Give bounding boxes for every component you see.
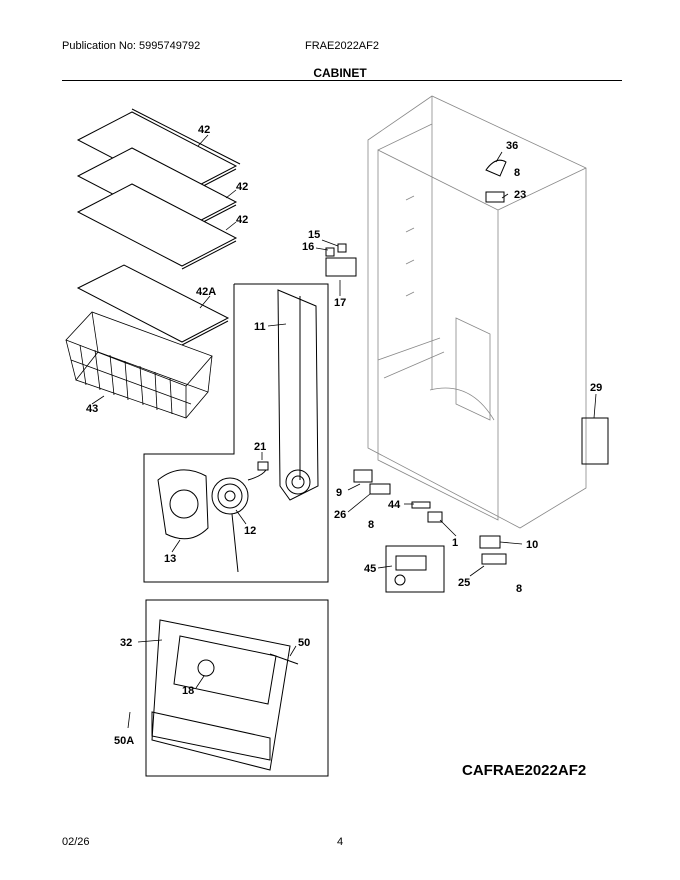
publication-number: Publication No: 5995749792 <box>62 40 201 52</box>
bracket-44 <box>411 501 431 509</box>
knob-15 <box>337 243 347 253</box>
label-36: 36 <box>506 140 518 152</box>
side-bracket <box>581 417 609 465</box>
label-50: 50 <box>298 637 310 649</box>
label-42: 42 <box>236 181 248 193</box>
diagram-code: CAFRAE2022AF2 <box>462 762 587 779</box>
evaporator-cover <box>277 289 319 501</box>
cabinet-body <box>367 95 587 529</box>
hinge-right <box>481 553 507 565</box>
label-17: 17 <box>334 297 346 309</box>
hinge-top <box>485 191 505 203</box>
switch-1 <box>427 511 443 523</box>
label-18: 18 <box>182 685 194 697</box>
label-23: 23 <box>514 189 526 201</box>
part-labels: 42 42 42 42A 43 11 21 12 13 15 16 17 36 … <box>86 124 602 747</box>
label-42: 42 <box>236 214 248 226</box>
label-1: 1 <box>452 537 458 549</box>
label-21: 21 <box>254 441 266 453</box>
leveler-right <box>479 535 501 549</box>
label-29: 29 <box>590 382 602 394</box>
leveler-left <box>353 469 373 483</box>
light-cover <box>485 159 507 177</box>
fan-shroud <box>157 469 209 540</box>
leader-lines <box>91 134 597 729</box>
knob-16 <box>325 247 335 257</box>
thermistor-21 <box>257 461 269 471</box>
label-13: 13 <box>164 553 176 565</box>
control-housing <box>325 257 357 277</box>
shelf-glass-lower <box>76 183 238 270</box>
label-45: 45 <box>364 563 376 575</box>
label-32: 32 <box>120 637 132 649</box>
toe-grille-box <box>145 599 329 777</box>
label-8: 8 <box>514 167 520 179</box>
label-43: 43 <box>86 403 98 415</box>
label-44: 44 <box>388 499 401 511</box>
fan-wire <box>247 469 267 481</box>
label-12: 12 <box>244 525 256 537</box>
label-10: 10 <box>526 539 538 551</box>
page-number: 4 <box>337 836 344 848</box>
label-8: 8 <box>368 519 374 531</box>
label-16: 16 <box>302 241 314 253</box>
evap-box-outline <box>143 283 329 583</box>
inset-45-part <box>395 555 427 571</box>
label-8: 8 <box>516 583 522 595</box>
header-rule <box>62 80 622 81</box>
label-15: 15 <box>308 229 320 241</box>
label-42A: 42A <box>196 286 216 298</box>
label-42: 42 <box>198 124 210 136</box>
label-26: 26 <box>334 509 346 521</box>
label-25: 25 <box>458 577 470 589</box>
label-50A: 50A <box>114 735 134 747</box>
label-11: 11 <box>254 321 266 333</box>
inset-45-box <box>385 545 445 593</box>
page-title: CABINET <box>313 66 367 80</box>
label-9: 9 <box>336 487 342 499</box>
footer-date: 02/26 <box>62 836 90 848</box>
model-number: FRAE2022AF2 <box>305 40 379 52</box>
toe-grille <box>151 619 299 771</box>
freezer-basket <box>65 311 213 419</box>
hinge-left <box>369 483 391 495</box>
crisper-cover <box>76 264 230 346</box>
fan-motor <box>211 477 249 573</box>
inset-45-grommet <box>394 574 406 586</box>
